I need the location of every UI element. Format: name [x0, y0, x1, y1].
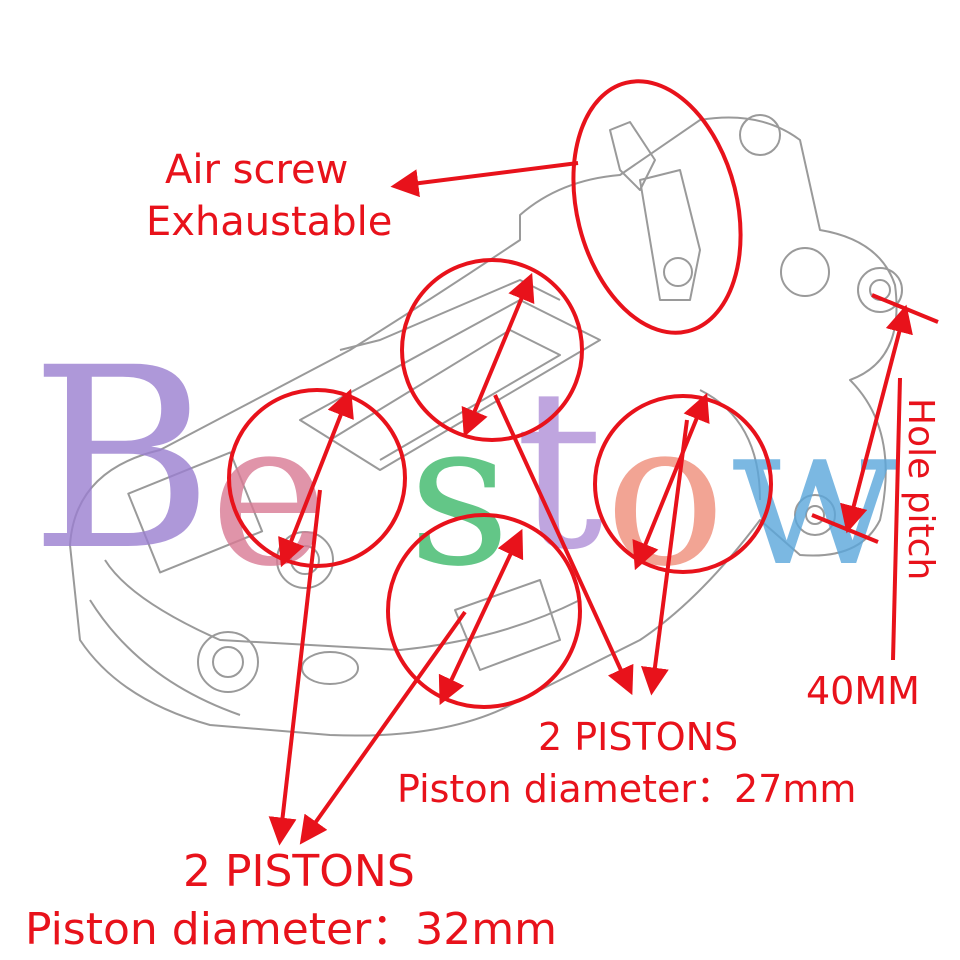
pointer-27-a [493, 394, 634, 696]
hole-pitch-leader [891, 377, 902, 661]
bridge-bolt-left [197, 631, 259, 693]
exhaustable-label: Exhaustable [146, 199, 393, 245]
watermark-letter: B [30, 314, 214, 605]
caliper-side-edge [89, 599, 241, 716]
pointer-32-a [268, 489, 322, 846]
pad-pin [339, 279, 561, 351]
bolt-hole-lower-inner [805, 505, 825, 525]
hole-pitch-label: Hole pitch [900, 398, 941, 581]
diameter-arrow-left [278, 388, 354, 568]
piston-circle-right [593, 394, 773, 574]
bridge-bolt-left-inner [212, 646, 244, 678]
hole-pitch-value: 40MM [806, 669, 920, 713]
piston-circle-top [400, 258, 584, 442]
pointer-27-b [640, 419, 689, 696]
air-screw-label: Air screw [165, 147, 349, 193]
pistons-32-diameter-label: Piston diameter：32mm [25, 904, 557, 955]
caliper-inner-edge [104, 559, 581, 651]
hole-pitch-tick-top [871, 293, 939, 324]
air-screw-highlight [571, 79, 743, 335]
bleed-arm-bolt [663, 257, 693, 287]
piston-circle-bottom [386, 513, 582, 709]
pistons-27-count-label: 2 PISTONS [538, 715, 739, 759]
hole-pitch-arrow [840, 304, 913, 534]
caliper-rib [699, 389, 761, 501]
bleed-arm [639, 169, 701, 301]
bolt-hole-lower [794, 494, 836, 536]
bleed-nipple [609, 121, 656, 191]
air-screw-arrow [390, 161, 579, 198]
diameter-arrow-right [632, 392, 710, 571]
banjo-port [739, 114, 781, 156]
oval-slot [301, 651, 359, 685]
pistons-32-count-label: 2 PISTONS [183, 846, 415, 897]
diameter-arrow-bottom [438, 528, 524, 706]
pistons-27-diameter-label: Piston diameter：27mm [397, 767, 857, 811]
label-plate [127, 451, 264, 574]
diameter-arrow-top [461, 272, 535, 438]
pointer-32-b [299, 610, 467, 845]
hole-pitch-tick-bottom [811, 513, 879, 544]
bridge-bolt-right [780, 247, 830, 297]
